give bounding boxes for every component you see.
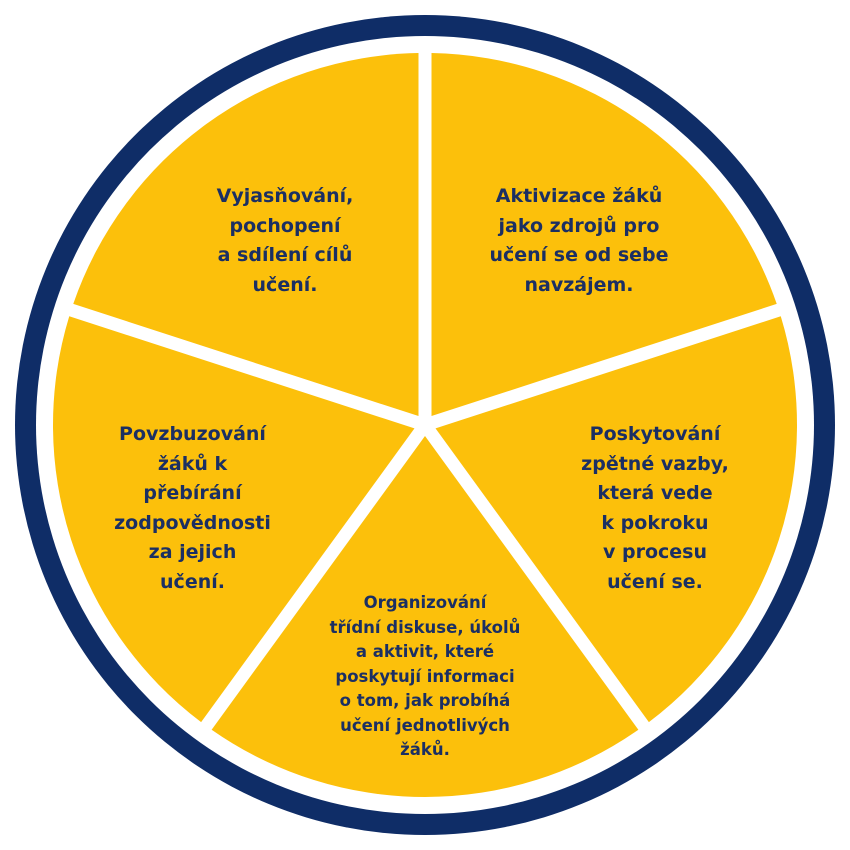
segment-label-line: zpětné vazby, xyxy=(581,452,729,475)
segment-label-ownership: Povzbuzování žáků k přebírání zodpovědno… xyxy=(100,420,285,597)
segment-label-clarifying-goals: Vyjasňování, pochopení a sdílení cílů uč… xyxy=(195,182,375,300)
segment-label-line: Povzbuzování xyxy=(119,423,266,445)
segment-label-feedback: Poskytování zpětné vazby, která vede k p… xyxy=(565,420,745,597)
segment-label-line: která vede xyxy=(597,482,713,504)
segment-label-line: Organizování xyxy=(363,593,487,612)
segment-label-line: žáků. xyxy=(400,740,450,759)
segment-label-line: pochopení xyxy=(229,214,341,237)
segment-label-line: navzájem. xyxy=(524,273,634,296)
segment-ownership xyxy=(52,316,415,723)
segment-feedback xyxy=(435,316,798,723)
segment-label-line: přebírání xyxy=(143,482,242,504)
segment-label-line: Poskytování xyxy=(589,423,721,445)
segment-label-line: k pokroku xyxy=(601,511,709,534)
segment-clarifying-goals xyxy=(73,53,419,417)
segment-label-line: v procesu xyxy=(602,541,707,563)
segment-label-line: zodpovědnosti xyxy=(114,511,271,534)
segment-label-peer-resources: Aktivizace žáků jako zdrojů pro učení se… xyxy=(470,182,688,300)
segment-label-line: a aktivit, které xyxy=(355,642,495,661)
segments-group xyxy=(52,53,798,797)
segment-label-line: o tom, jak probíhá xyxy=(339,691,511,710)
segment-label-line: učení se. xyxy=(607,570,703,593)
segment-label-line: učení jednotlivých xyxy=(340,715,510,735)
segment-label-line: a sdílení cílů xyxy=(217,244,353,266)
segment-label-line: třídní diskuse, úkolů xyxy=(329,617,521,637)
segment-label-line: učení se od sebe xyxy=(489,244,669,266)
segment-label-line: žáků k xyxy=(157,452,228,475)
segment-label-line: jako zdrojů pro xyxy=(498,214,660,237)
segment-peer-resources xyxy=(431,53,777,417)
segment-label-line: učení. xyxy=(160,570,225,593)
segment-label-line: Aktivizace žáků xyxy=(495,185,663,207)
segment-label-line: poskytují informaci xyxy=(335,666,515,686)
segment-classroom-discussion xyxy=(211,436,639,797)
segment-label-classroom-discussion: Organizování třídní diskuse, úkolů a akt… xyxy=(300,591,550,763)
segment-label-line: učení. xyxy=(252,273,318,296)
segment-label-line: za jejich xyxy=(148,541,237,563)
segment-label-line: Vyjasňování, xyxy=(216,185,354,207)
